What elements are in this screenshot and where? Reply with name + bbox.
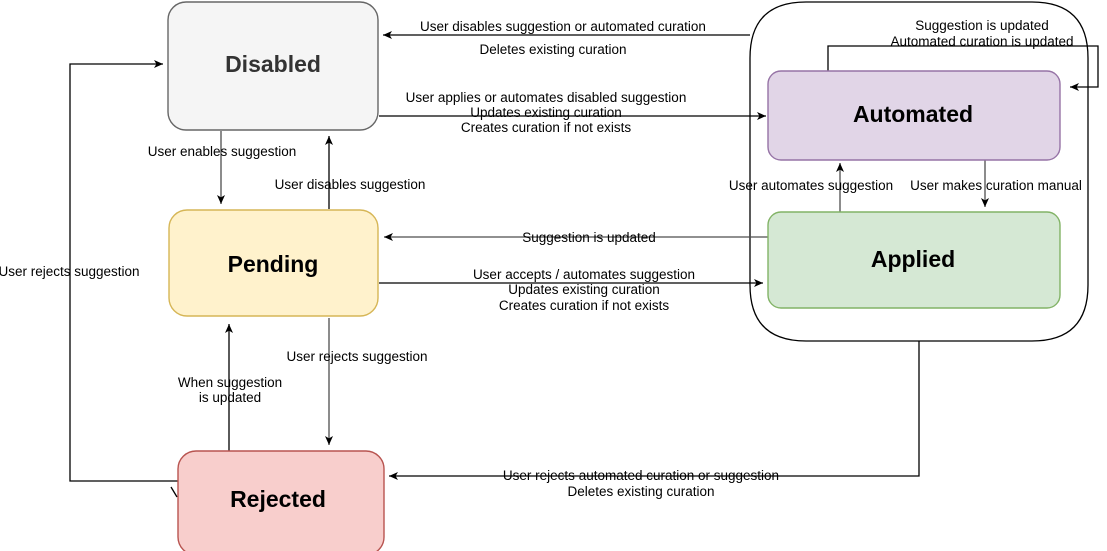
edge-label-rejected-to-disabled: User rejects suggestion [0, 264, 140, 279]
edge-disabled-to-pending: User enables suggestion [148, 131, 297, 204]
edge-pending-to-rejected: User rejects suggestion [286, 318, 428, 445]
state-node-rejected[interactable]: Rejected [177, 450, 385, 551]
state-rect-automated[interactable] [767, 70, 1061, 161]
edge-automated-to-applied: User makes curation manual [910, 160, 1082, 207]
edge-label-pending-to-disabled: User disables suggestion [275, 177, 426, 192]
edge-label-disabled-to-pending: User enables suggestion [148, 144, 297, 159]
state-label-rejected: Rejected [230, 486, 326, 512]
edge-applied-to-disabled: User disables suggestion or automated cu… [383, 19, 750, 57]
edge-pending-to-applied: User accepts / automates suggestion Upda… [379, 267, 763, 313]
edge-label-automated-to-applied: User makes curation manual [910, 178, 1082, 193]
edge-automated-self: Suggestion is updated Automated curation… [827, 18, 1099, 91]
state-label-applied: Applied [871, 246, 955, 272]
state-label-automated: Automated [853, 101, 973, 127]
edge-label-pending-to-applied-3: Creates curation if not exists [499, 298, 670, 313]
state-node-applied[interactable]: Applied [767, 211, 1061, 309]
edge-label-disabled-to-automated-3: Creates curation if not exists [461, 120, 632, 135]
state-rect-applied[interactable] [767, 211, 1061, 309]
edge-label-applied-to-disabled-2: Deletes existing curation [479, 42, 626, 57]
edge-label-applied-to-automated: User automates suggestion [729, 178, 893, 193]
edge-disabled-to-automated: User applies or automates disabled sugge… [379, 90, 766, 135]
edge-label-automated-self-1: Suggestion is updated [915, 18, 1049, 33]
edge-label-pending-to-applied-2: Updates existing curation [508, 282, 660, 297]
edge-label-applied-to-pending: Suggestion is updated [522, 230, 656, 245]
edge-group-to-rejected: User rejects automated curation or sugge… [389, 341, 920, 499]
state-node-pending[interactable]: Pending [168, 209, 379, 317]
state-rect-pending[interactable] [168, 209, 379, 317]
edge-label-rejected-to-pending-1: When suggestion [178, 375, 282, 390]
edge-applied-to-automated: User automates suggestion [729, 163, 893, 212]
edge-label-group-to-rejected-1: User rejects automated curation or sugge… [503, 468, 779, 483]
edge-pending-to-disabled: User disables suggestion [275, 136, 426, 209]
edge-applied-to-pending: Suggestion is updated [384, 230, 768, 245]
edge-label-pending-to-applied-1: User accepts / automates suggestion [473, 267, 695, 282]
curated-group-container [749, 1, 1089, 342]
edge-rejected-to-disabled: User rejects suggestion [0, 60, 178, 482]
edge-stub-rejected-left [170, 486, 178, 498]
edge-label-automated-self-2: Automated curation is updated [890, 34, 1073, 49]
edge-label-disabled-to-automated-1: User applies or automates disabled sugge… [406, 90, 687, 105]
edge-label-pending-to-rejected: User rejects suggestion [286, 349, 427, 364]
state-node-automated[interactable]: Automated [767, 70, 1061, 161]
edge-label-applied-to-disabled-1: User disables suggestion or automated cu… [420, 19, 706, 34]
edge-label-disabled-to-automated-2: Updates existing curation [470, 105, 622, 120]
state-node-disabled[interactable]: Disabled [167, 1, 379, 131]
edge-label-group-to-rejected-2: Deletes existing curation [567, 484, 714, 499]
state-rect-rejected[interactable] [177, 450, 385, 551]
state-label-disabled: Disabled [225, 51, 321, 77]
edge-rejected-to-pending: When suggestion is updated [178, 324, 282, 452]
state-rect-disabled[interactable] [167, 1, 379, 131]
edge-label-rejected-to-pending-2: is updated [199, 390, 261, 405]
state-label-pending: Pending [228, 251, 319, 277]
